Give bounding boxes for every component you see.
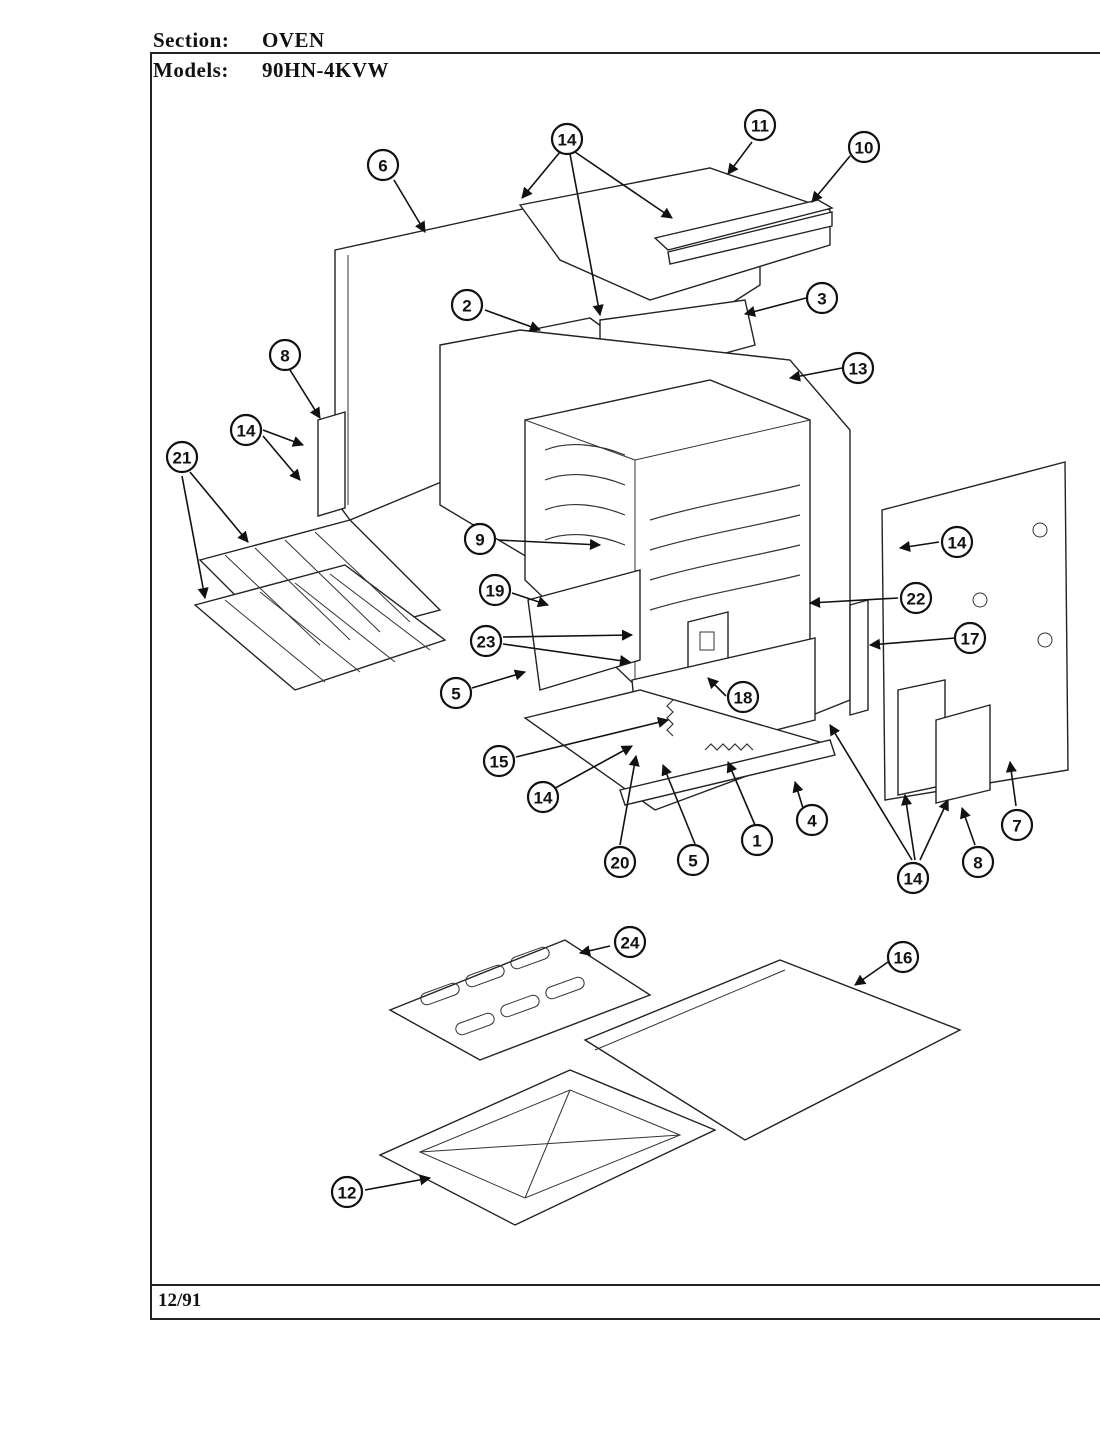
svg-text:12: 12: [338, 1184, 357, 1203]
callout-15: 15: [482, 744, 516, 778]
callout-16: 16: [886, 940, 920, 974]
svg-text:10: 10: [855, 139, 874, 158]
part-12-broiler-pan: [378, 1069, 717, 1226]
part-17-bracket: [849, 599, 869, 716]
callout-24: 24: [613, 925, 647, 959]
callout-6: 6: [366, 148, 400, 182]
footer-divider: [150, 1284, 1100, 1286]
callout-5-bottom: 5: [676, 843, 710, 877]
svg-text:23: 23: [477, 633, 496, 652]
callout-11: 11: [743, 108, 777, 142]
callout-20: 20: [603, 845, 637, 879]
svg-text:14: 14: [237, 422, 256, 441]
part-8-left-cover: [317, 411, 346, 517]
section-label: Section:: [153, 28, 230, 52]
svg-text:3: 3: [817, 290, 826, 309]
callout-13: 13: [841, 351, 875, 385]
svg-text:5: 5: [451, 685, 460, 704]
callout-10: 10: [847, 130, 881, 164]
svg-text:21: 21: [173, 449, 192, 468]
callout-14-right: 14: [940, 525, 974, 559]
part-16-broiler-rack: [583, 959, 962, 1141]
svg-text:7: 7: [1012, 817, 1021, 836]
part-1-spring: [704, 743, 754, 751]
svg-text:16: 16: [894, 949, 913, 968]
part-10-vent-cover: [653, 199, 834, 265]
svg-text:20: 20: [611, 854, 630, 873]
svg-text:4: 4: [807, 812, 817, 831]
svg-text:24: 24: [621, 934, 640, 953]
callout-5-left: 5: [439, 676, 473, 710]
callout-14-bottom: 14: [526, 780, 560, 814]
svg-text:5: 5: [688, 852, 697, 871]
callout-4: 4: [795, 803, 829, 837]
callout-3: 3: [805, 281, 839, 315]
callout-23: 23: [469, 624, 503, 658]
svg-text:9: 9: [475, 531, 484, 550]
diagram-frame: [150, 52, 1100, 1320]
svg-text:8: 8: [973, 854, 982, 873]
svg-text:22: 22: [907, 590, 926, 609]
callout-8-right: 8: [961, 845, 995, 879]
svg-text:19: 19: [486, 582, 505, 601]
part-21-oven-racks: [193, 519, 447, 691]
part-8-right-cover: [897, 679, 991, 804]
callout-7: 7: [1000, 808, 1034, 842]
callout-14-top: 14: [550, 122, 584, 156]
revision-date: 12/91: [158, 1290, 202, 1311]
callout-21: 21: [165, 440, 199, 474]
part-24-broiler-grid: [388, 939, 652, 1061]
leader-lines: [181, 141, 1017, 1191]
svg-text:17: 17: [961, 630, 980, 649]
callout-2: 2: [450, 288, 484, 322]
callout-1: 1: [740, 823, 774, 857]
svg-text:11: 11: [751, 117, 769, 136]
svg-text:6: 6: [378, 157, 387, 176]
callout-17: 17: [953, 621, 987, 655]
callout-9: 9: [463, 522, 497, 556]
svg-text:14: 14: [904, 870, 923, 889]
models-value: 90HN-4KVW: [262, 58, 389, 82]
svg-text:1: 1: [752, 832, 761, 851]
callout-22: 22: [899, 581, 933, 615]
callout-14-lowright: 14: [896, 861, 930, 895]
svg-text:14: 14: [948, 534, 967, 553]
models-label: Models:: [153, 58, 229, 82]
callout-18: 18: [726, 680, 760, 714]
svg-text:14: 14: [534, 789, 553, 808]
svg-text:15: 15: [490, 753, 509, 772]
svg-text:8: 8: [280, 347, 289, 366]
callout-12: 12: [330, 1175, 364, 1209]
svg-text:18: 18: [734, 689, 753, 708]
svg-text:2: 2: [462, 297, 471, 316]
callout-8-left: 8: [268, 338, 302, 372]
callout-19: 19: [478, 573, 512, 607]
svg-text:13: 13: [849, 360, 868, 379]
section-value: OVEN: [262, 28, 325, 52]
callout-14-left: 14: [229, 413, 263, 447]
svg-text:14: 14: [558, 131, 577, 150]
